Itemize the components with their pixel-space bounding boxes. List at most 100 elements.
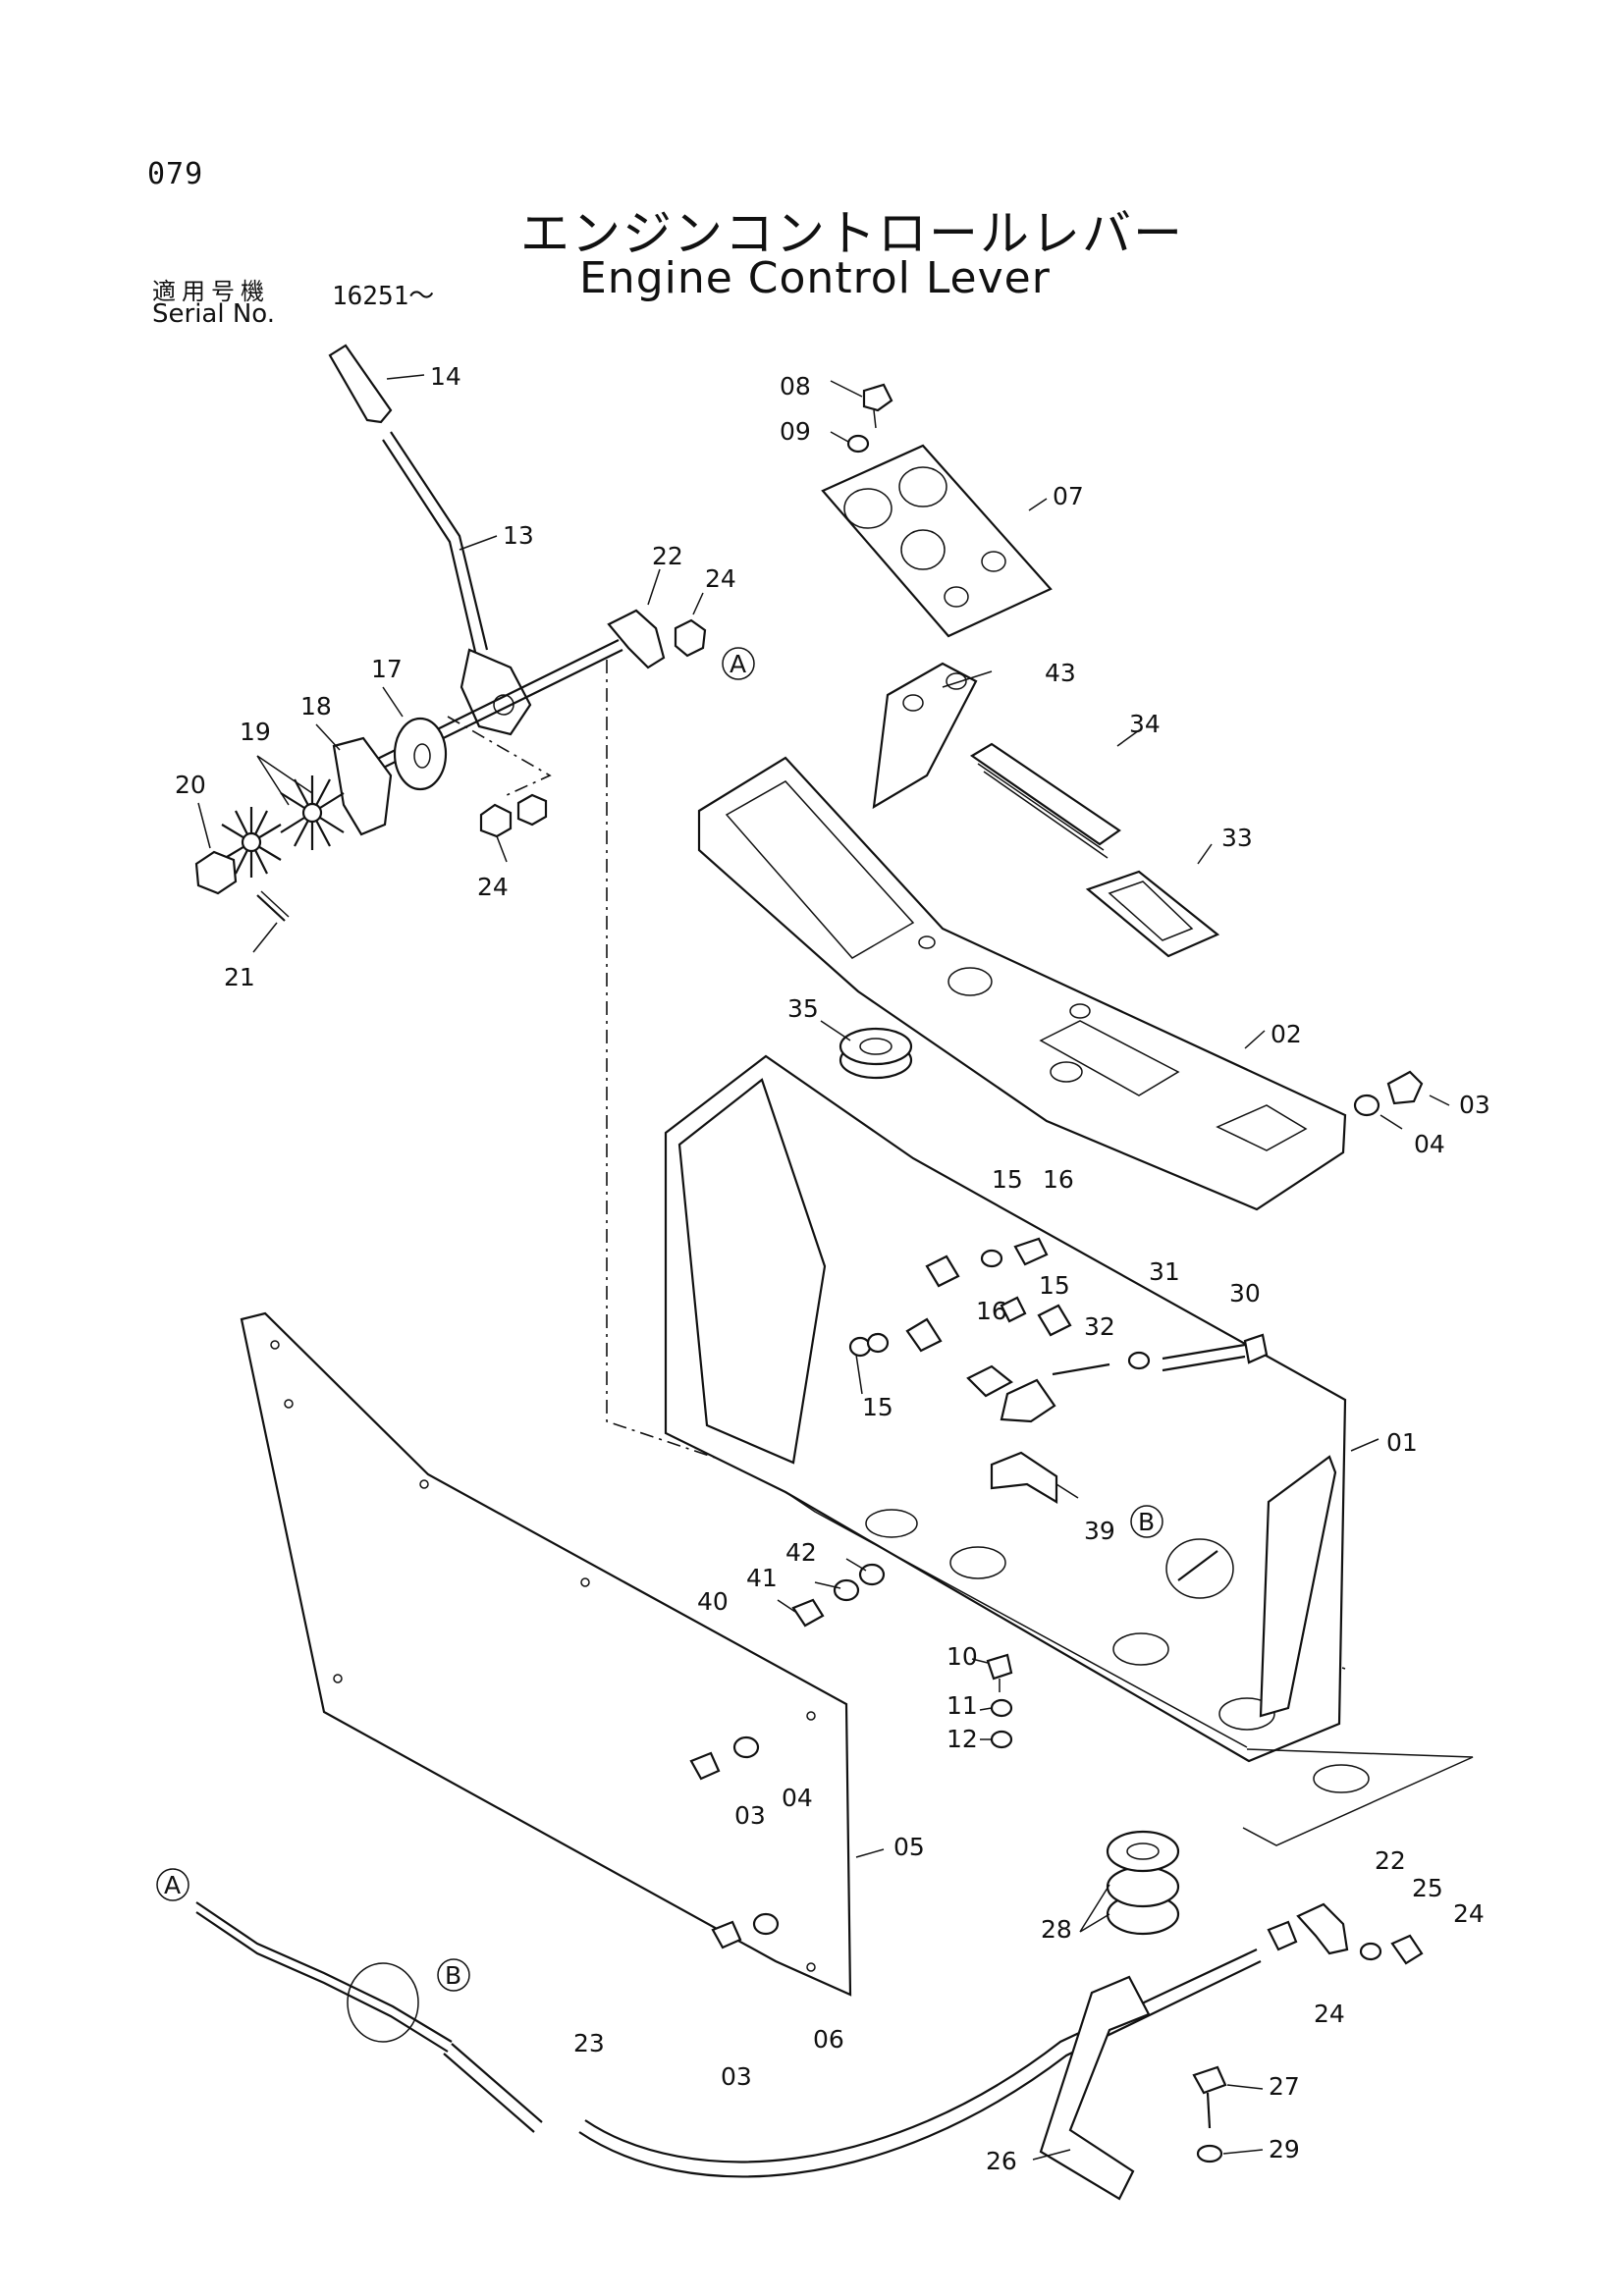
callout-32: 32: [1084, 1312, 1115, 1341]
callout-04: 04: [782, 1784, 813, 1812]
ref-marker-b-upper: B: [1130, 1505, 1234, 1599]
callout-01: 01: [1386, 1428, 1418, 1457]
callout-19: 19: [240, 718, 271, 746]
callout-12: 12: [947, 1725, 978, 1753]
callout-29: 29: [1269, 2135, 1300, 2163]
ref-a-label: A: [730, 650, 746, 678]
bolt-03-right: [1353, 1070, 1424, 1117]
leader-lines: [197, 374, 1450, 2161]
callout-18: 18: [300, 692, 332, 721]
serial-label-english: Serial No.: [152, 299, 275, 329]
friction-plate: [332, 736, 393, 836]
control-cable: [195, 1901, 1262, 2178]
callout-21: 21: [224, 963, 255, 991]
callout-06: 06: [813, 2025, 844, 2054]
bolt-27-washer-29: [1192, 2065, 1227, 2163]
page-number: 079: [147, 157, 204, 191]
cotter-pin: [256, 890, 290, 922]
callout-07: 07: [1053, 482, 1084, 510]
lever-arm: [382, 431, 532, 736]
bolts-03-04-06-lower: [689, 1735, 780, 1949]
callout-24: 24: [477, 873, 509, 901]
serial-number-value: 16251〜: [332, 282, 435, 311]
callout-16: 16: [976, 1297, 1007, 1325]
callout-22: 22: [652, 542, 683, 570]
washer-09: [846, 434, 870, 454]
bracket-39: [990, 1451, 1058, 1504]
callout-23: 23: [573, 2029, 605, 2057]
callout-16: 16: [1043, 1165, 1074, 1194]
callout-02: 02: [1271, 1020, 1302, 1048]
callout-26: 26: [986, 2147, 1017, 2175]
ref-a-label: A: [164, 1871, 181, 1899]
grommet-28: [1106, 1830, 1180, 1936]
callout-40: 40: [697, 1587, 729, 1616]
side-panel: [240, 1311, 852, 1997]
callout-31: 31: [1149, 1257, 1180, 1286]
floor-plate-outline: [1242, 1748, 1474, 1846]
cable-bracket-26: [1039, 1975, 1151, 2201]
callout-15: 15: [992, 1165, 1023, 1194]
screw-08: [862, 383, 893, 429]
callout-04: 04: [1414, 1130, 1445, 1158]
title-english: Engine Control Lever: [579, 253, 1051, 303]
callout-labels: 14 13 22 24 17 18 19 20 21 24 08 09 07 4…: [175, 362, 1490, 2175]
console-top-frame: [697, 756, 1347, 1211]
callout-24: 24: [1314, 2000, 1345, 2028]
callout-41: 41: [746, 1564, 778, 1592]
nuts-24: [479, 793, 548, 838]
callout-43: 43: [1045, 659, 1076, 687]
elbow-fitting-lower: [1267, 1902, 1424, 1965]
assembly-line: [606, 660, 1346, 1670]
grommet-35: [839, 1027, 913, 1080]
callout-24: 24: [1453, 1899, 1485, 1928]
boot-34: [969, 742, 1121, 859]
callout-14: 14: [430, 362, 461, 391]
callout-09: 09: [780, 417, 811, 446]
ref-b-label: B: [1138, 1508, 1155, 1536]
callout-34: 34: [1129, 710, 1161, 738]
callout-11: 11: [947, 1691, 978, 1720]
callout-03: 03: [721, 2062, 752, 2091]
callout-39: 39: [1084, 1517, 1115, 1545]
callout-42: 42: [785, 1538, 817, 1567]
callout-25: 25: [1412, 1874, 1443, 1902]
callout-24: 24: [705, 564, 736, 593]
cover-plate: [821, 444, 1053, 638]
callout-03: 03: [734, 1801, 766, 1830]
bracket-43: [872, 662, 978, 810]
serial-label-japanese: 適用号機: [152, 278, 270, 305]
callout-08: 08: [780, 372, 811, 400]
callout-20: 20: [175, 771, 206, 799]
callout-35: 35: [787, 994, 819, 1023]
rod-end-fitting: [966, 1364, 1056, 1423]
callout-13: 13: [503, 521, 534, 550]
bolt-30-32: [1052, 1333, 1269, 1376]
elbow-fitting-upper: [607, 609, 707, 669]
callout-28: 28: [1041, 1915, 1072, 1944]
callout-05: 05: [893, 1833, 925, 1861]
clip-15: [848, 1237, 1072, 1358]
ref-marker-b-lower: B: [437, 1958, 470, 1992]
ref-marker-a-lower: A: [156, 1868, 189, 1901]
fasteners-10-11-12: [986, 1653, 1013, 1749]
callout-17: 17: [371, 655, 403, 683]
callout-33: 33: [1221, 824, 1253, 852]
callout-30: 30: [1229, 1279, 1261, 1308]
friction-washer: [393, 717, 448, 791]
ref-marker-a-upper: A: [722, 647, 755, 680]
callout-27: 27: [1269, 2072, 1300, 2101]
ref-b-label: B: [445, 1961, 461, 1990]
callout-10: 10: [947, 1642, 978, 1671]
fasteners-40-41-42: [791, 1563, 886, 1628]
title-japanese: エンジンコントロールレバー: [520, 205, 1184, 262]
callout-22: 22: [1375, 1846, 1406, 1875]
callout-15: 15: [862, 1393, 893, 1421]
lever-knob: [328, 344, 393, 424]
callout-15: 15: [1039, 1271, 1070, 1300]
castle-nut: [194, 850, 238, 895]
assembly-line: [447, 716, 552, 796]
callout-03: 03: [1459, 1091, 1490, 1119]
cover-33: [1085, 870, 1220, 958]
